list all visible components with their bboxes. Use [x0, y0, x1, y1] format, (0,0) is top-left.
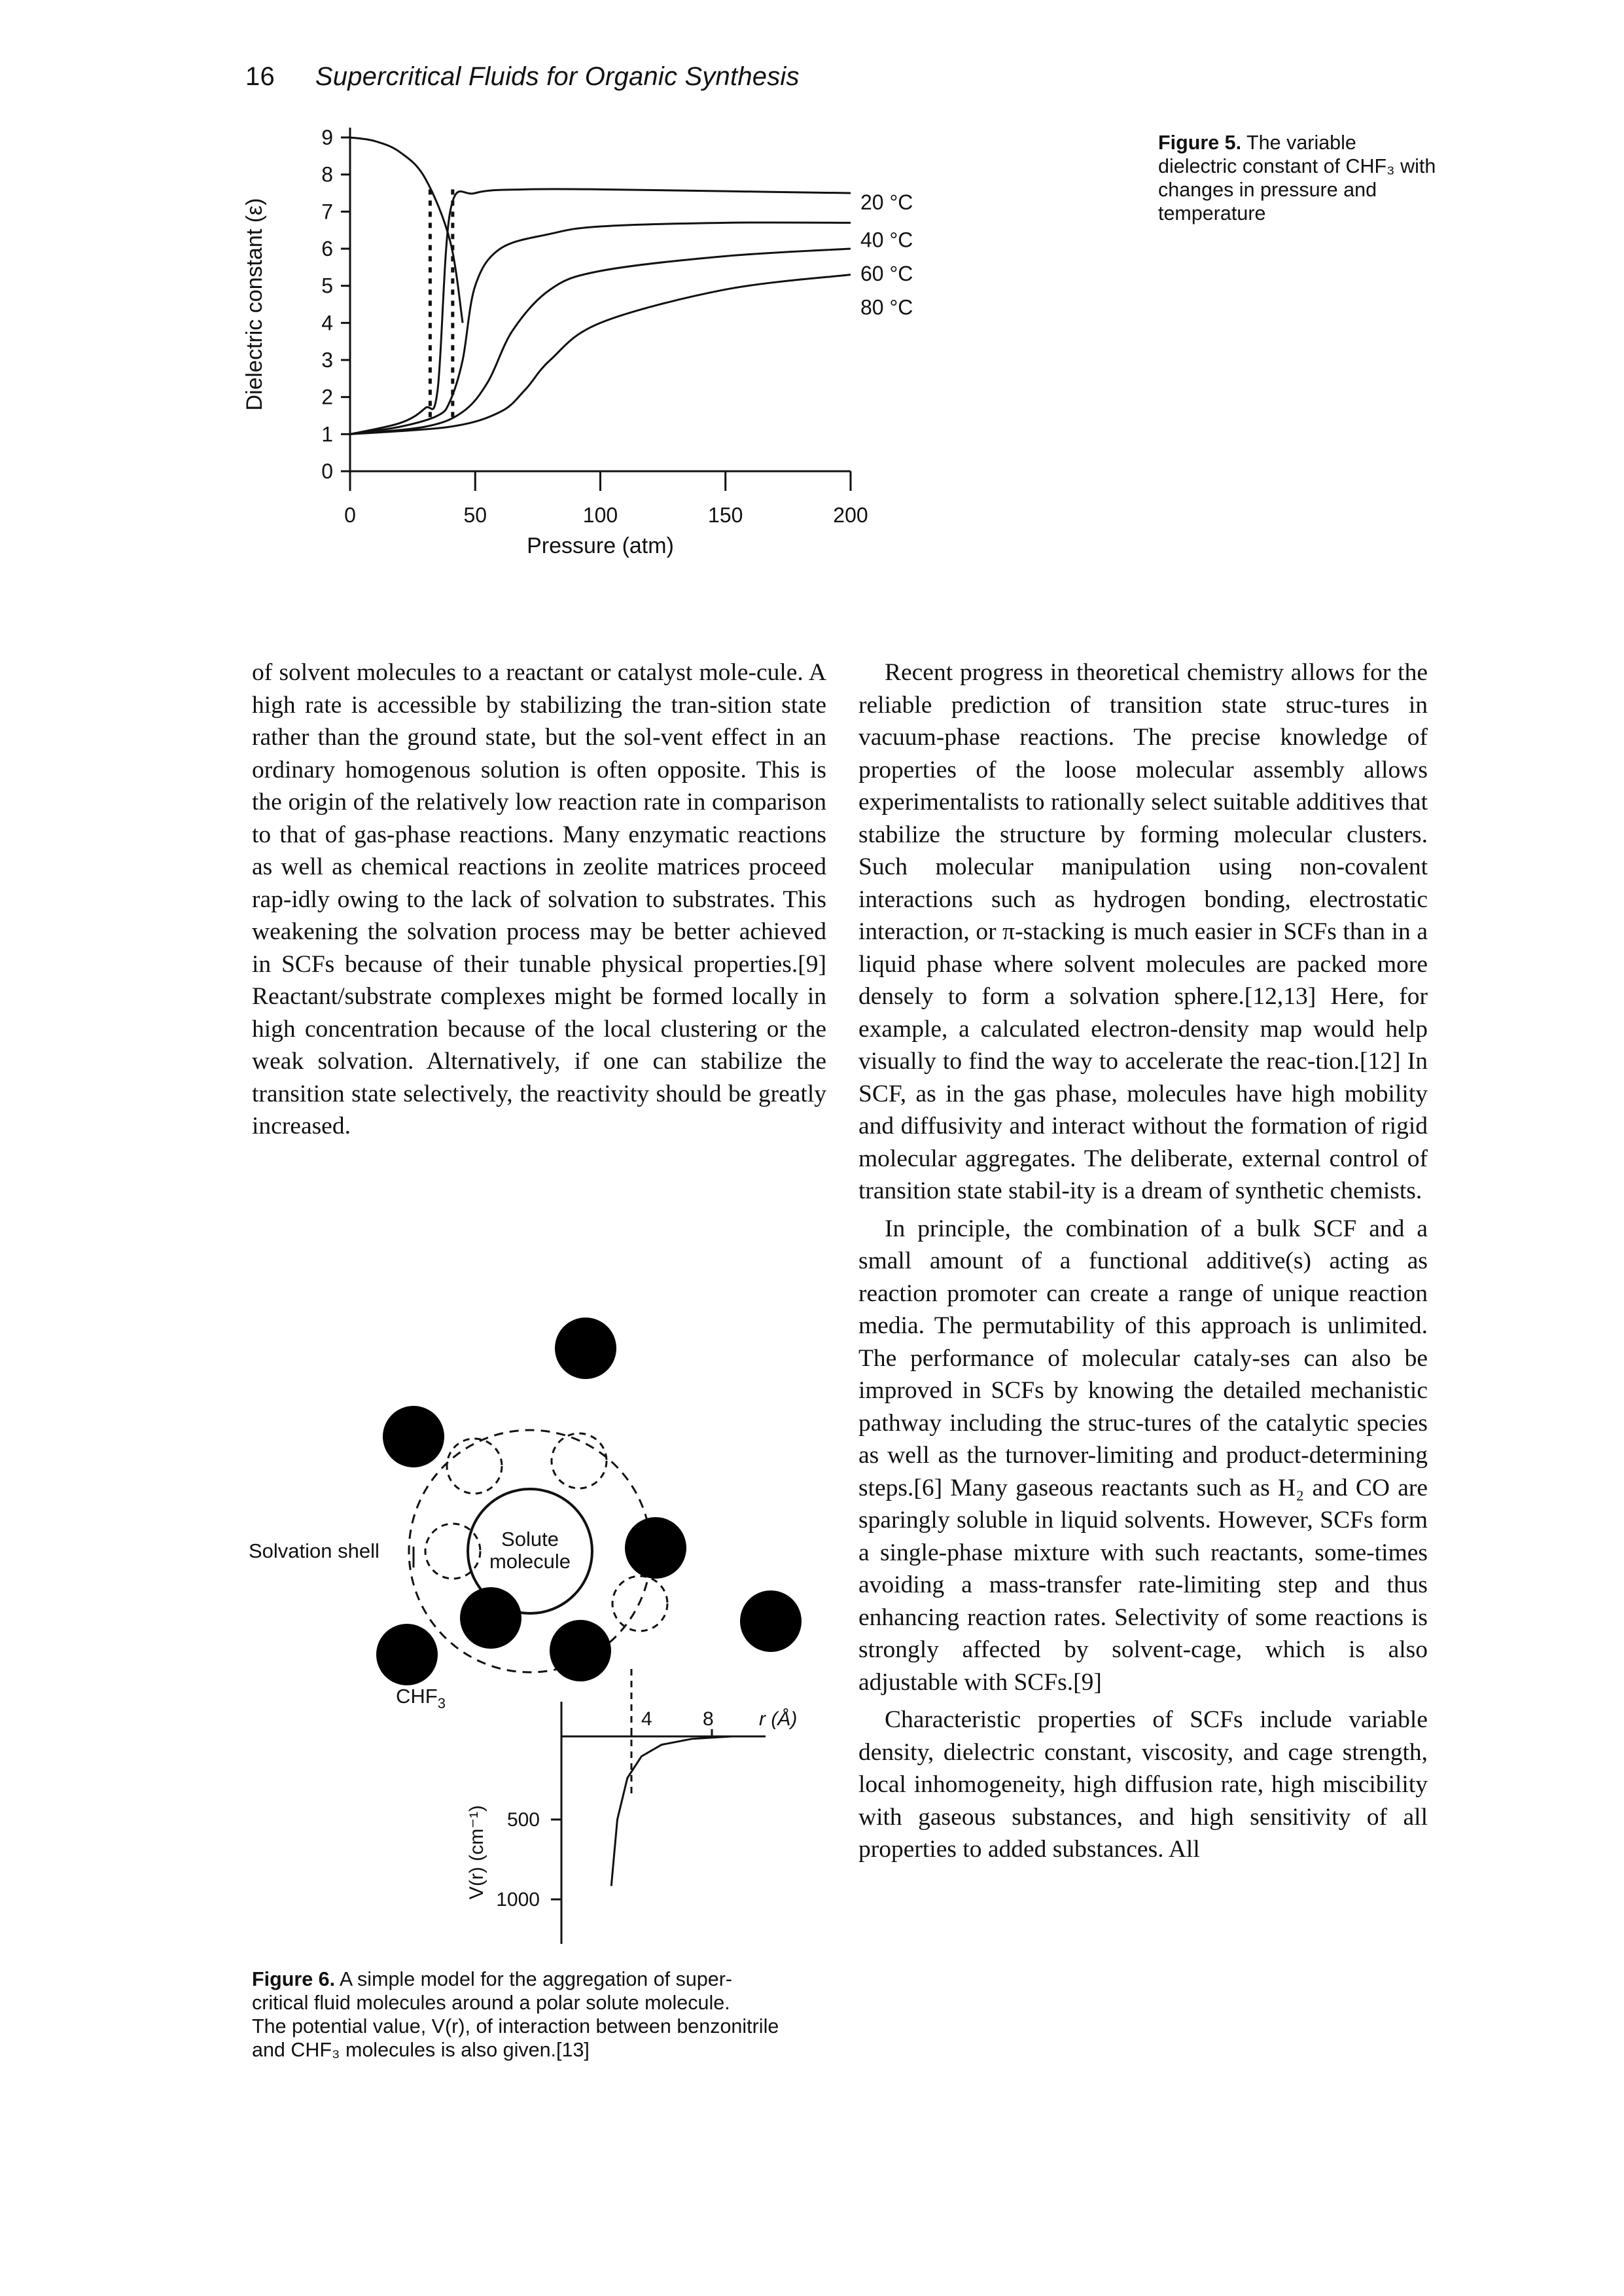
vacancy-site: [446, 1437, 503, 1495]
legend-label: 40 °C: [860, 228, 913, 251]
chf3-molecule: [555, 1318, 616, 1379]
chf3-molecule: [383, 1406, 444, 1467]
y-axis-label: Dielectric constant (ε): [242, 198, 267, 410]
x-tick-label: 100: [583, 503, 618, 527]
coexistence-curve: [349, 136, 464, 323]
figure-6-diagram: Solute molecule Solvation shell CHF3 4 8…: [249, 1318, 802, 1944]
vacancy-site: [424, 1522, 482, 1580]
legend-label: 80 °C: [860, 296, 913, 319]
isotherm-line: [349, 274, 851, 435]
y-tick-label: 9: [321, 126, 333, 149]
y-tick-label: 2: [321, 386, 333, 409]
x-axis-label: Pressure (atm): [527, 533, 674, 558]
chf3-molecule: [740, 1590, 802, 1652]
x-tick-label: 0: [344, 503, 356, 527]
y-tick-label: 0: [321, 459, 333, 483]
y-tick-label: 3: [321, 348, 333, 372]
legend-label: 20 °C: [860, 190, 913, 214]
solute-molecule-circle: [467, 1488, 593, 1615]
solute-label-line2: molecule: [489, 1550, 571, 1573]
figure-6-caption: Figure 6. A simple model for the aggrega…: [252, 1967, 828, 2062]
paragraph: In principle, the combination of a bulk …: [858, 1215, 1428, 1696]
left-column: of solvent molecules to a reactant or ca…: [252, 656, 826, 1143]
figure-6-caption-line: A simple model for the aggregation of su…: [339, 1968, 733, 1990]
paragraph: Characteristic properties of SCFs includ…: [858, 1706, 1428, 1863]
figure-5-caption-text: The variable dielectric constant of CHF₃…: [1158, 132, 1436, 224]
chf3-molecule: [625, 1517, 686, 1579]
x-tick-label: 50: [463, 503, 487, 527]
figure-5-label: Figure 5.: [1158, 132, 1242, 154]
paragraph: of solvent molecules to a reactant or ca…: [252, 659, 826, 1139]
isotherm-line: [349, 188, 851, 435]
y-tick-label: 5: [321, 274, 333, 298]
y-tick-label: 8: [321, 163, 333, 187]
figure-6-caption-line: The potential value, V(r), of interactio…: [252, 2015, 779, 2037]
v-axis-label: V(r) (cm⁻¹): [466, 1805, 487, 1899]
legend-label: 60 °C: [860, 262, 913, 285]
page-number: 16: [245, 62, 275, 91]
solvation-shell-label: Solvation shell: [249, 1539, 380, 1562]
chf3-molecule: [376, 1624, 438, 1685]
y-tick-label: 7: [321, 200, 333, 223]
r-tick-label-8: 8: [703, 1708, 714, 1730]
chf3-molecule: [550, 1620, 611, 1681]
r-axis-label: r (Å): [759, 1708, 797, 1730]
solute-label-line1: Solute: [501, 1528, 559, 1551]
y-tick-label: 6: [321, 237, 333, 260]
y-tick-label: 1: [321, 422, 333, 446]
figure-5-caption: Figure 5. The variable dielectric consta…: [1158, 131, 1439, 225]
x-tick-label: 200: [833, 503, 868, 527]
vacancy-site: [611, 1575, 669, 1632]
y-tick-label: 4: [321, 311, 333, 334]
r-tick-label-4: 4: [641, 1708, 652, 1730]
v-tick-label-1000: 1000: [496, 1889, 540, 1910]
paragraph: Recent progress in theoretical chemistry…: [858, 659, 1428, 1204]
figure-6-caption-line: critical fluid molecules around a polar …: [252, 1992, 730, 2014]
chf3-molecule: [460, 1587, 521, 1649]
running-head: 16 Supercritical Fluids for Organic Synth…: [245, 62, 800, 92]
figure-6-label: Figure 6.: [252, 1968, 336, 1990]
v-tick-label-500: 500: [507, 1809, 540, 1831]
chf3-label: CHF3: [396, 1685, 446, 1712]
figure-6-caption-line: and CHF₃ molecules is also given.[13]: [252, 2039, 590, 2061]
potential-curve: [610, 1735, 732, 1886]
vacancy-site: [550, 1432, 608, 1490]
isotherm-line: [349, 247, 851, 435]
isotherm-line: [349, 221, 851, 435]
right-column: Recent progress in theoretical chemistry…: [858, 656, 1428, 1866]
x-tick-label: 150: [708, 503, 743, 527]
book-title: Supercritical Fluids for Organic Synthes…: [315, 62, 800, 91]
